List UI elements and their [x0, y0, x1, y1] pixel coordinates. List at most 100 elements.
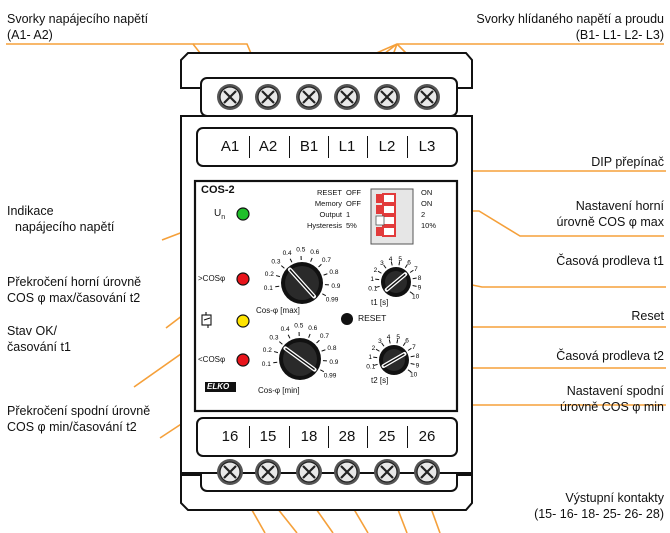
dial-scale-label: 8: [418, 275, 422, 282]
dial-tick: [310, 257, 313, 262]
dial-scale-label: 9: [418, 284, 422, 291]
dial-tick: [412, 285, 417, 287]
t2-label: t2 [s]: [371, 376, 389, 385]
reset-button[interactable]: [341, 313, 353, 325]
dip-row-off: OFF: [346, 188, 361, 197]
cos-min-knob[interactable]: [273, 331, 327, 380]
dial-scale-label: 8: [416, 353, 420, 360]
terminal-label: L3: [418, 138, 436, 155]
terminal-separator: [407, 136, 408, 158]
terminal-separator: [367, 136, 368, 158]
dial-tick: [410, 355, 415, 358]
dial-tick: [398, 261, 401, 266]
terminal-separator: [288, 426, 290, 448]
screw-terminal: [255, 84, 281, 110]
t1-knob[interactable]: [375, 261, 417, 297]
screw-terminal: [374, 459, 400, 485]
dial-tick: [383, 264, 387, 269]
dial-scale-label: 1: [370, 276, 374, 283]
dial-scale-label: 0.5: [294, 323, 303, 330]
terminal-label: A2: [258, 138, 278, 155]
dial-tick: [407, 369, 412, 373]
dial-scale-label: 0.8: [329, 269, 338, 276]
dip-row-name: Output: [319, 210, 342, 219]
gt-cos-label: >COSφ: [198, 274, 226, 283]
dial-tick: [412, 277, 417, 280]
t2-knob[interactable]: [373, 339, 415, 375]
dial-scale-label: 6: [407, 259, 411, 266]
dip-switch: [370, 188, 414, 245]
dial-tick: [280, 265, 285, 269]
dial-scale-label: 5: [396, 334, 400, 341]
led-supply-green: [236, 207, 250, 221]
monitored-terminals-label: Svorky hlídaného napětí a proudu(B1- L1-…: [476, 12, 664, 42]
dial-tick: [375, 278, 380, 281]
dial-tick: [388, 339, 391, 344]
dial-tick: [320, 369, 325, 373]
terminal-label: 26: [418, 428, 436, 445]
dial-scale-label: 7: [414, 266, 418, 273]
dip-row-off: 1: [346, 210, 351, 219]
dial-tick: [308, 333, 311, 338]
led-lower-red: [236, 353, 250, 367]
dial-tick: [273, 361, 278, 364]
reset-label: Reset: [631, 309, 664, 323]
screw-terminal: [374, 84, 400, 110]
dial-scale-label: 0.2: [263, 347, 272, 354]
terminal-label: 25: [378, 428, 396, 445]
dial-tick: [410, 363, 415, 365]
delay-t2-label: Časová prodleva t2: [556, 349, 664, 363]
terminal-separator: [367, 426, 368, 448]
dial-scale-label: 3: [380, 260, 384, 267]
dial-tick: [396, 339, 399, 344]
terminal-label: L1: [338, 138, 356, 155]
screw-terminal: [296, 459, 322, 485]
dial-scale-label: 0.5: [296, 247, 305, 254]
dial-tick: [321, 349, 326, 352]
elko-logo: [205, 382, 236, 392]
model-name: COS-2: [201, 184, 235, 196]
dip-row-on: 2: [421, 210, 426, 219]
terminal-label: 18: [300, 428, 318, 445]
terminal-screws: [217, 84, 440, 485]
dip-row-on: 10%: [421, 221, 437, 230]
dip-switch-label: DIP přepínač: [591, 155, 664, 169]
status-ok-label: Stav OK/časování t1: [7, 324, 71, 354]
terminal-separator: [249, 136, 250, 158]
screw-terminal: [414, 459, 440, 485]
dial-tick: [373, 356, 378, 359]
terminal-separator: [249, 426, 250, 448]
dial-scale-label: 0.99: [324, 372, 337, 379]
dial-scale-label: 0.6: [308, 325, 317, 332]
dial-scale-label: 2: [374, 267, 378, 274]
dial-scale-label: 0.3: [269, 335, 278, 342]
dial-scale-label: 6: [405, 337, 409, 344]
dial-tick: [409, 269, 414, 273]
dial-tick: [409, 291, 414, 295]
dial-tick: [322, 293, 327, 297]
screw-terminal: [217, 459, 243, 485]
dial-tick: [377, 270, 382, 274]
dial-tick: [402, 342, 406, 347]
terminal-separator: [328, 426, 329, 448]
terminal-label: A1: [220, 138, 240, 155]
t1-label: t1 [s]: [371, 298, 389, 307]
dial-tick: [373, 363, 378, 366]
dial-scale-label: 10: [410, 371, 418, 378]
reset-print: RESET: [358, 313, 387, 323]
dial-tick: [318, 263, 322, 268]
dial-scale-label: 5: [398, 256, 402, 263]
terminal-label: 28: [338, 428, 356, 445]
cos-max-knob[interactable]: [275, 255, 329, 304]
terminal-separator: [288, 136, 290, 158]
dial-scale-label: 0.99: [326, 296, 339, 303]
dip-row-name: Hysteresis: [306, 221, 342, 230]
dip-row-off: 5%: [346, 221, 357, 230]
dip-row-name: Memory: [314, 199, 342, 208]
output-contacts-label: Výstupní kontakty(15- 16- 18- 25- 26- 28…: [534, 491, 664, 521]
dial-tick: [287, 334, 291, 339]
terminal-label: 15: [259, 428, 277, 445]
